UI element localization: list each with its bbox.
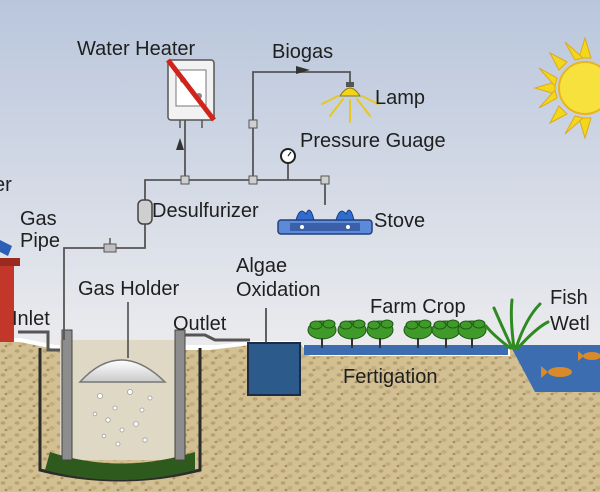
label-stove: Stove [374,210,425,232]
label-fish-1: Fish [550,287,588,309]
label-gas-holder: Gas Holder [78,278,179,300]
fish-icon [541,351,600,378]
desulfurizer-icon [137,199,153,225]
label-cut-left: er [0,174,12,196]
label-lamp: Lamp [375,87,425,109]
farm-crops [307,319,487,348]
wetland-plant [484,298,550,350]
label-biogas: Biogas [272,41,333,63]
digester-pit [38,329,202,482]
sun-icon [533,36,600,140]
pipe-flow-arrows [176,66,310,150]
algae-oxidation-pond [247,308,301,396]
gas-bubbles [92,389,153,447]
label-pressure-gauge: Pressure Guage [300,130,446,152]
label-fertigation: Fertigation [343,366,438,388]
label-fish-2: Wetl [550,313,590,335]
inlet-tank [0,258,60,352]
lamp-icon [321,82,379,123]
sky [0,0,600,345]
gas-valve-icon [103,238,117,253]
fertigation-channel [304,345,508,355]
outlet-chamber [185,333,250,342]
label-outlet: Outlet [173,313,227,335]
label-desulfurizer: Desulfurizer [152,200,259,222]
pipe-joints [180,119,330,185]
label-gas-pipe-2: Pipe [20,230,60,252]
gas-holder-dome [78,359,167,383]
label-inlet: Inlet [12,308,50,330]
cut-left-device [0,240,12,256]
label-farm-crop: Farm Crop [370,296,466,318]
water-heater-icon [166,58,216,128]
label-algae-2: Oxidation [236,279,321,301]
pressure-gauge-icon [280,148,296,164]
label-water-heater: Water Heater [77,38,196,60]
label-algae-1: Algae [236,255,287,277]
stove-icon [277,209,373,235]
label-gas-pipe-1: Gas [20,208,57,230]
